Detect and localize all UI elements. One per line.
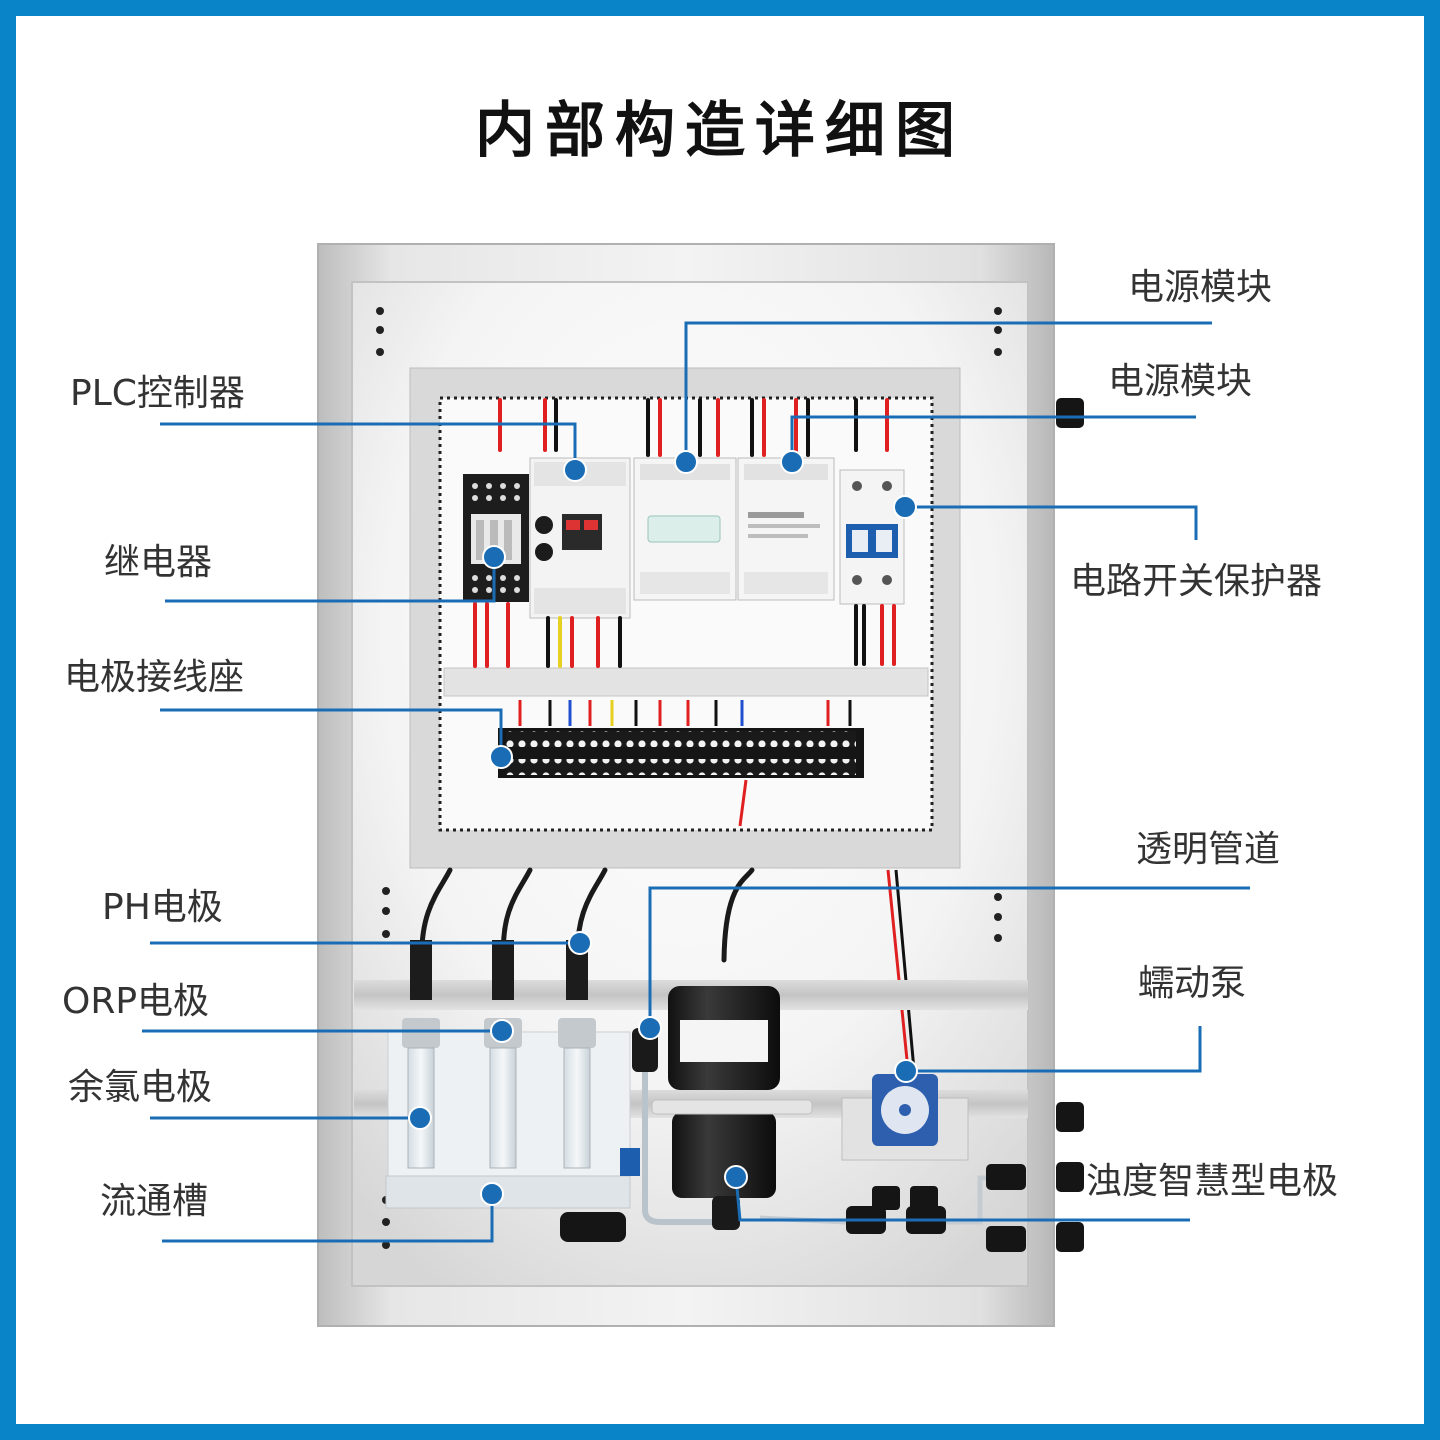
power-module-a [633,457,737,601]
relay-module [463,474,529,602]
callout-leaders [142,321,1250,1243]
peristaltic-pump [841,1074,969,1161]
pipe-fittings [560,398,1084,1252]
electrode-ph-probe [402,940,440,1169]
top-wires [498,398,889,457]
label-orp-electrode: ORP电极 [62,981,210,1022]
label-power-module-2: 电源模块 [1108,361,1253,402]
screw-holes [376,307,1002,1249]
terminal-wires [518,700,852,827]
label-ph-electrode: PH电极 [102,887,223,928]
label-turbidity-electrode: 浊度智慧型电极 [1086,1161,1339,1202]
power-module-b [737,457,835,601]
label-plc-controller: PLC控制器 [70,373,245,414]
circuit-breaker [839,469,905,605]
label-flow-cell: 流通槽 [100,1181,209,1222]
label-peristaltic-pump: 蠕动泵 [1138,963,1247,1004]
diagram-title: 内部构造详细图 [475,96,965,166]
label-electrode-terminal: 电极接线座 [64,657,245,698]
transparent-pipe [642,1050,720,1225]
label-circuit-breaker: 电路开关保护器 [1070,561,1323,602]
label-relay: 继电器 [104,542,213,583]
callout-dots [408,450,918,1206]
label-chlorine-electrode: 余氯电极 [68,1067,213,1108]
label-power-module-1: 电源模块 [1128,267,1273,308]
module-lower-wires [473,602,896,668]
pump-wires [886,869,916,1071]
label-transparent-pipe: 透明管道 [1136,829,1281,870]
electrode-chlorine-probe [558,940,596,1169]
turbidity-sensor [651,986,813,1230]
wire-duct-middle [443,667,929,697]
electrode-terminal-block [498,728,864,778]
plc-controller [529,457,631,619]
